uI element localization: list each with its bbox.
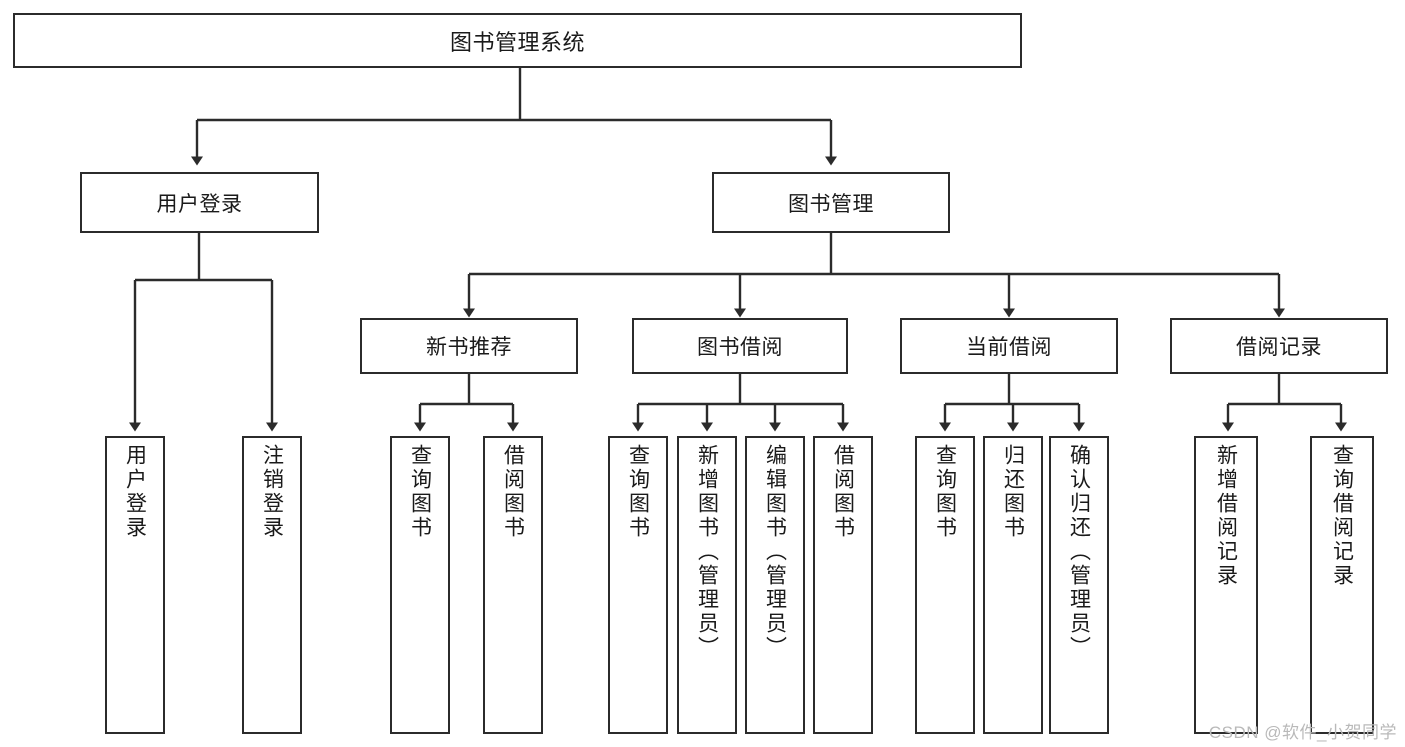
node-label: 当前借阅 — [966, 336, 1052, 359]
node-leaf-borrow-book-borrow[interactable]: 借阅图书 — [813, 436, 873, 734]
node-leaf-confirm-return-admin[interactable]: 确认归还（管理员） — [1049, 436, 1109, 734]
node-label: 图书管理 — [788, 192, 874, 216]
node-label: 新增借阅记录 — [1214, 444, 1238, 588]
node-label: 借阅记录 — [1236, 336, 1322, 359]
node-label: 查询借阅记录 — [1330, 444, 1354, 588]
node-leaf-logout[interactable]: 注销登录 — [242, 436, 302, 734]
node-label: 用户登录 — [156, 192, 243, 216]
node-new-book-recommend[interactable]: 新书推荐 — [360, 318, 578, 374]
node-leaf-query-book-borrow[interactable]: 查询图书 — [608, 436, 668, 734]
watermark-csdn: CSDN @软件_小贺同学 — [1208, 723, 1397, 742]
node-leaf-return-book[interactable]: 归还图书 — [983, 436, 1043, 734]
node-borrow-record[interactable]: 借阅记录 — [1170, 318, 1388, 374]
node-leaf-edit-book-admin[interactable]: 编辑图书（管理员） — [745, 436, 805, 734]
node-label: 编辑图书（管理员） — [763, 444, 787, 660]
node-label: 图书借阅 — [697, 336, 783, 359]
node-user-login[interactable]: 用户登录 — [80, 172, 319, 233]
node-book-manage[interactable]: 图书管理 — [712, 172, 950, 233]
node-label: 查询图书 — [626, 444, 650, 540]
node-label: 注销登录 — [260, 444, 284, 540]
node-current-borrow[interactable]: 当前借阅 — [900, 318, 1118, 374]
node-label: 归还图书 — [1001, 444, 1025, 540]
node-label: 新增图书（管理员） — [695, 444, 719, 660]
node-label: 用户登录 — [123, 444, 147, 540]
node-label: 图书管理系统 — [449, 29, 585, 55]
node-label: 新书推荐 — [426, 336, 512, 359]
node-label: 查询图书 — [933, 444, 957, 540]
node-root-book-management-system[interactable]: 图书管理系统 — [13, 13, 1022, 68]
node-label: 借阅图书 — [501, 444, 525, 540]
node-leaf-add-borrow-record[interactable]: 新增借阅记录 — [1194, 436, 1258, 734]
node-leaf-query-book-current[interactable]: 查询图书 — [915, 436, 975, 734]
node-leaf-query-book-rec[interactable]: 查询图书 — [390, 436, 450, 734]
node-label: 确认归还（管理员） — [1067, 444, 1091, 660]
node-leaf-borrow-book-rec[interactable]: 借阅图书 — [483, 436, 543, 734]
node-leaf-add-book-admin[interactable]: 新增图书（管理员） — [677, 436, 737, 734]
node-book-borrow[interactable]: 图书借阅 — [632, 318, 848, 374]
node-leaf-user-login[interactable]: 用户登录 — [105, 436, 165, 734]
node-label: 借阅图书 — [831, 444, 855, 540]
node-label: 查询图书 — [408, 444, 432, 540]
node-leaf-query-borrow-record[interactable]: 查询借阅记录 — [1310, 436, 1374, 734]
